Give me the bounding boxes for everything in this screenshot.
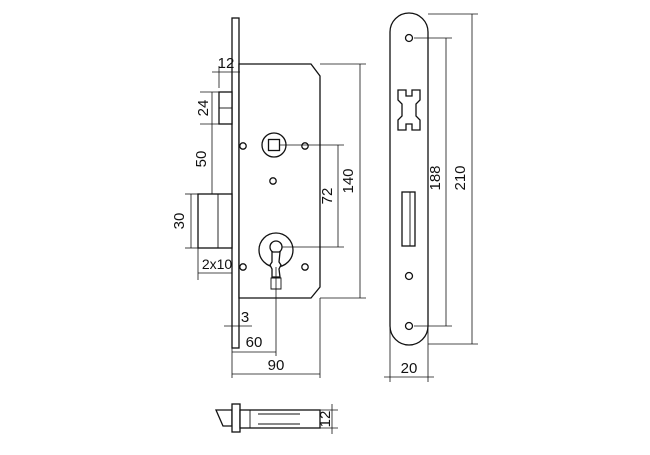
dim-210: 210 — [452, 165, 469, 190]
dead-bolt — [197, 193, 233, 249]
body-dimensions: 12 24 50 30 2x10 3 60 90 — [171, 55, 366, 378]
dim-188: 188 — [427, 165, 444, 190]
section-view: 12 — [215, 403, 338, 434]
spindle-square-icon — [267, 138, 281, 152]
lock-body-view — [197, 17, 321, 349]
dim-latch-24: 24 — [195, 100, 212, 117]
keyhole-icon — [269, 240, 283, 254]
dim-width-20: 20 — [401, 360, 418, 377]
dim-72: 72 — [319, 188, 336, 205]
case-hole-2 — [301, 142, 309, 150]
dim-50: 50 — [193, 151, 210, 168]
faceplate-screw-bottom — [404, 321, 414, 331]
faceplate-outline — [389, 12, 429, 346]
case-hole-3 — [269, 177, 277, 185]
latch-opening — [397, 89, 421, 131]
faceplate-screw-top — [404, 33, 414, 43]
section-latch-tip — [215, 409, 233, 427]
dim-backset-60: 60 — [246, 334, 263, 351]
case-hole-5 — [301, 263, 309, 271]
dim-depth-90: 90 — [268, 357, 285, 374]
cylinder-slot — [270, 277, 282, 290]
bolt-opening — [401, 191, 416, 247]
lock-case — [238, 63, 321, 299]
case-hole-1 — [239, 142, 247, 150]
case-hole-4 — [239, 263, 247, 271]
faceplate-dimensions: 188 210 20 — [384, 13, 478, 382]
dim-bolt-12: 12 — [218, 55, 235, 72]
faceplate-front-view — [389, 12, 429, 346]
dim-section-12: 12 — [317, 411, 334, 428]
faceplate-screw-mid — [404, 271, 414, 281]
keyhole-slot — [269, 251, 282, 278]
dim-height-140: 140 — [340, 168, 357, 193]
dim-bolt-30: 30 — [171, 213, 188, 230]
dim-thickness-3: 3 — [241, 309, 249, 326]
section-case — [239, 409, 321, 429]
section-faceplate — [231, 403, 241, 433]
dim-2x10: 2x10 — [202, 256, 233, 272]
